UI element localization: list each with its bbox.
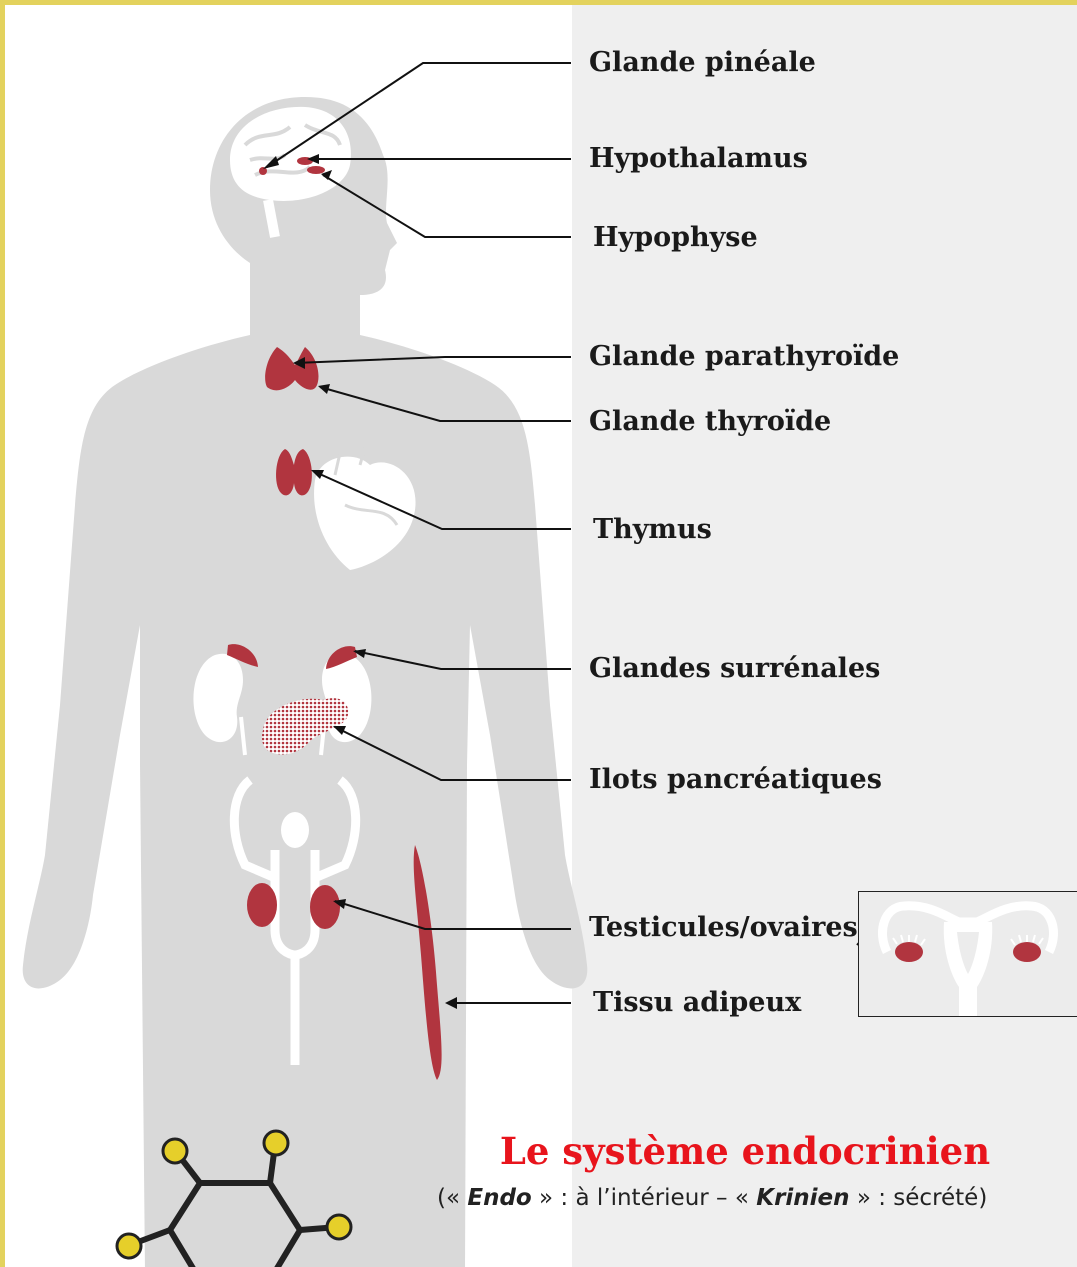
gonad-right [310, 885, 340, 929]
subtitle-part: » : sécrété) [850, 1185, 988, 1211]
label-pancreas: Ilots pancréatiques [589, 766, 882, 793]
subtitle-part: (« [437, 1185, 467, 1211]
body-figure [5, 5, 1077, 1267]
diagram-subtitle: (« Endo » : à l’intérieur – « Krinien » … [437, 1187, 987, 1210]
label-parathyroid: Glande parathyroïde [589, 343, 899, 370]
label-adipose: Tissu adipeux [593, 989, 801, 1016]
label-hypothalamus: Hypothalamus [589, 145, 808, 172]
subtitle-endo: Endo [467, 1185, 531, 1211]
label-thymus: Thymus [593, 516, 712, 543]
label-gonads: Testicules/ovaires [589, 914, 858, 941]
hypophyse-gland [307, 166, 325, 174]
uterus-icon [859, 892, 1077, 1016]
human-body-silhouette [23, 97, 588, 1267]
label-hypophyse: Hypophyse [593, 224, 758, 251]
label-thyroid: Glande thyroïde [589, 408, 831, 435]
label-adrenal: Glandes surrénales [589, 655, 880, 682]
subtitle-part: » : à l’intérieur – « [532, 1185, 757, 1211]
label-pineal: Glande pinéale [589, 49, 816, 76]
subtitle-krinien: Krinien [756, 1185, 849, 1211]
diagram-title: Le système endocrinien [445, 1133, 1045, 1170]
gonad-left [247, 883, 277, 927]
ovaries-inset [858, 891, 1077, 1017]
